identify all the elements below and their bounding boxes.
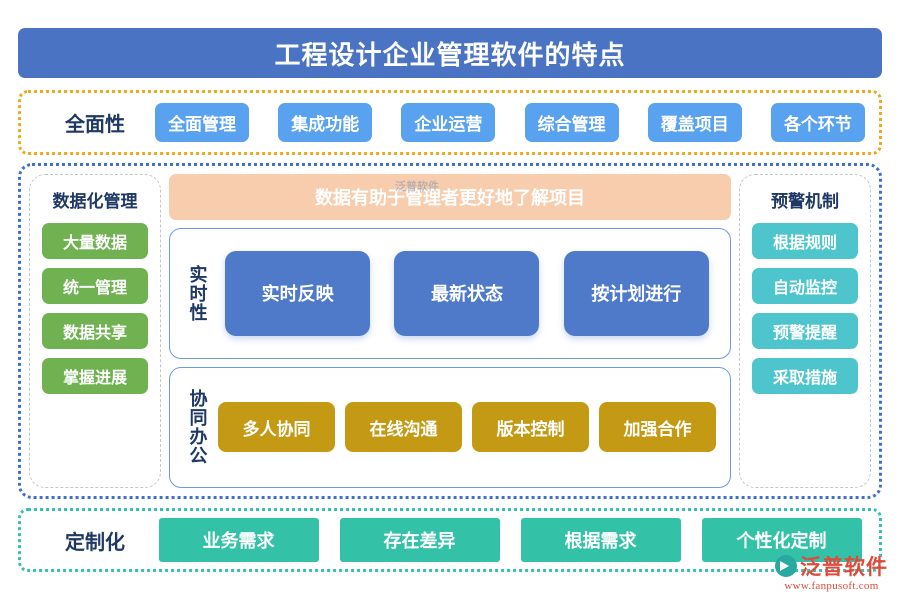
section-overall-label: 全面性 — [65, 114, 125, 136]
data-management-item-0[interactable]: 大量数据 — [42, 223, 148, 259]
data-management-item-2[interactable]: 数据共享 — [42, 313, 148, 349]
group-collaboration-label: 协同办公 — [187, 389, 208, 466]
group-realtime: 实时性 实时反映 最新状态 按计划进行 — [169, 228, 731, 359]
alert-mechanism-item-1[interactable]: 自动监控 — [752, 268, 858, 304]
collaboration-item-1[interactable]: 在线沟通 — [345, 402, 462, 453]
brand-url: www.fanpusoft.com — [784, 580, 879, 592]
group-realtime-items: 实时反映 最新状态 按计划进行 — [218, 250, 716, 336]
realtime-item-0[interactable]: 实时反映 — [225, 250, 371, 336]
section-overall-items: 全面管理 集成功能 企业运营 综合管理 覆盖项目 各个环节 — [155, 103, 865, 142]
data-management-column: 数据化管理 大量数据 统一管理 数据共享 掌握进展 — [29, 174, 161, 488]
section-custom: 定制化 业务需求 存在差异 根据需求 个性化定制 — [18, 508, 882, 572]
alert-mechanism-title: 预警机制 — [771, 192, 839, 211]
data-management-title: 数据化管理 — [52, 192, 138, 211]
data-banner: 数据有助于管理者更好地了解项目 — [169, 174, 731, 220]
data-management-item-1[interactable]: 统一管理 — [42, 268, 148, 304]
custom-item-3[interactable]: 个性化定制 — [701, 518, 862, 562]
overall-item-1[interactable]: 集成功能 — [278, 103, 373, 142]
overall-item-0[interactable]: 全面管理 — [155, 103, 249, 142]
collaboration-item-2[interactable]: 版本控制 — [472, 402, 589, 453]
collaboration-item-0[interactable]: 多人协同 — [218, 402, 335, 453]
custom-item-1[interactable]: 存在差异 — [339, 518, 500, 562]
alert-mechanism-item-0[interactable]: 根据规则 — [752, 223, 858, 259]
overall-item-3[interactable]: 综合管理 — [524, 103, 619, 142]
alert-mechanism-column: 预警机制 根据规则 自动监控 预警提醒 采取措施 — [739, 174, 871, 488]
overall-item-4[interactable]: 覆盖项目 — [647, 103, 742, 142]
page-title: 工程设计企业管理软件的特点 — [18, 28, 882, 78]
section-overall: 全面性 全面管理 集成功能 企业运营 综合管理 覆盖项目 各个环节 — [18, 90, 882, 155]
alert-mechanism-item-2[interactable]: 预警提醒 — [752, 313, 858, 349]
group-collaboration: 协同办公 多人协同 在线沟通 版本控制 加强合作 — [169, 366, 731, 488]
section-custom-items: 业务需求 存在差异 根据需求 个性化定制 — [155, 518, 865, 562]
data-management-item-3[interactable]: 掌握进展 — [42, 358, 148, 394]
section-custom-label: 定制化 — [65, 531, 125, 554]
collaboration-item-3[interactable]: 加强合作 — [599, 402, 716, 453]
custom-item-0[interactable]: 业务需求 — [158, 518, 319, 562]
group-collaboration-items: 多人协同 在线沟通 版本控制 加强合作 — [218, 402, 716, 453]
overall-item-5[interactable]: 各个环节 — [770, 103, 865, 142]
overall-item-2[interactable]: 企业运营 — [401, 103, 496, 142]
realtime-item-1[interactable]: 最新状态 — [394, 250, 540, 336]
custom-item-2[interactable]: 根据需求 — [520, 518, 681, 562]
alert-mechanism-item-3[interactable]: 采取措施 — [752, 358, 858, 394]
group-realtime-label: 实时性 — [187, 264, 208, 322]
realtime-item-2[interactable]: 按计划进行 — [563, 250, 709, 336]
center-column: 数据有助于管理者更好地了解项目 实时性 实时反映 最新状态 按计划进行 协同办公… — [169, 174, 731, 488]
section-main: 数据化管理 大量数据 统一管理 数据共享 掌握进展 数据有助于管理者更好地了解项… — [18, 163, 882, 499]
